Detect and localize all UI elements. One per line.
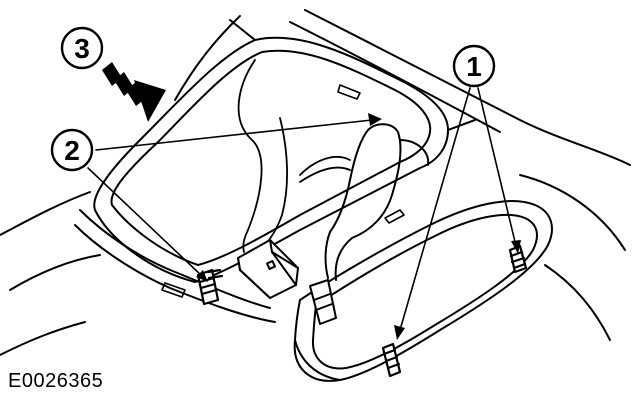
callout-label-2: 2 [64, 135, 80, 166]
leader-1-right [477, 87, 517, 247]
console-outline [0, 9, 631, 356]
shifter-boot [324, 123, 430, 281]
clip-right-lower [381, 342, 402, 378]
leader-lines [87, 87, 517, 331]
upper-opening [93, 19, 476, 283]
arrowhead-1-left [394, 325, 405, 340]
wiring-harness [237, 59, 351, 253]
callout-circles [50, 26, 496, 172]
callout-circle-3 [60, 26, 104, 70]
retaining-clips [196, 244, 528, 378]
arrowhead-2-lower [196, 270, 208, 282]
leader-1-left [399, 87, 471, 331]
leader-2-upper [95, 119, 373, 151]
figure-id-label: E0026365 [8, 370, 104, 392]
arrowhead-2-upper [368, 113, 382, 126]
arrowheads [196, 113, 521, 340]
clip-left [196, 268, 224, 306]
callout-label-3: 3 [74, 33, 90, 64]
small-connector [309, 279, 337, 325]
electrical-connector [237, 239, 299, 299]
arrowhead-1-right [511, 240, 521, 254]
callout-label-1: 1 [466, 51, 482, 82]
view-direction-arrow [102, 62, 166, 122]
callout-circle-1 [452, 44, 496, 88]
lower-rail [74, 84, 405, 323]
callout-circle-2 [50, 128, 94, 172]
leader-2-lower [87, 167, 203, 277]
callout-labels: 3 2 1 [64, 33, 482, 166]
